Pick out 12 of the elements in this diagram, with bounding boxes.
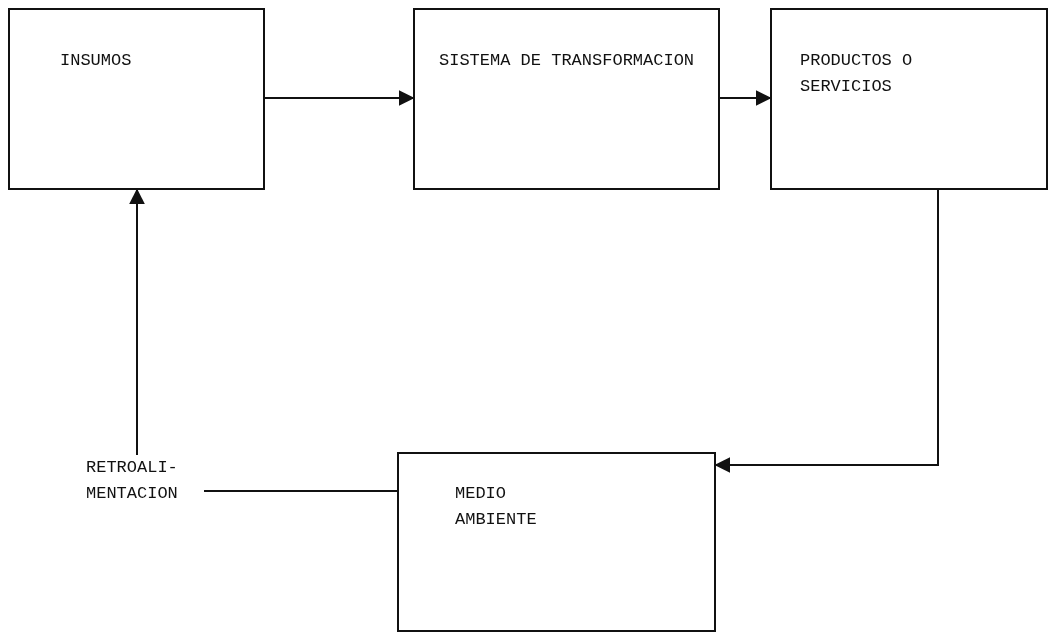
box-label: MEDIO AMBIENTE: [455, 483, 538, 531]
process-box: [397, 452, 716, 632]
box-label: PRODUCTOS O SERVICIOS: [800, 50, 914, 98]
arrow: [129, 188, 145, 456]
arrow: [719, 90, 772, 106]
box-label: SISTEMA DE TRANSFORMACION: [439, 50, 696, 72]
process-box: [770, 8, 1048, 190]
process-box: [8, 8, 265, 190]
process-box: [413, 8, 720, 190]
feedback-label: RETROALI- MENTACION: [86, 457, 179, 505]
box-label: INSUMOS: [60, 50, 133, 72]
arrow: [264, 90, 415, 106]
